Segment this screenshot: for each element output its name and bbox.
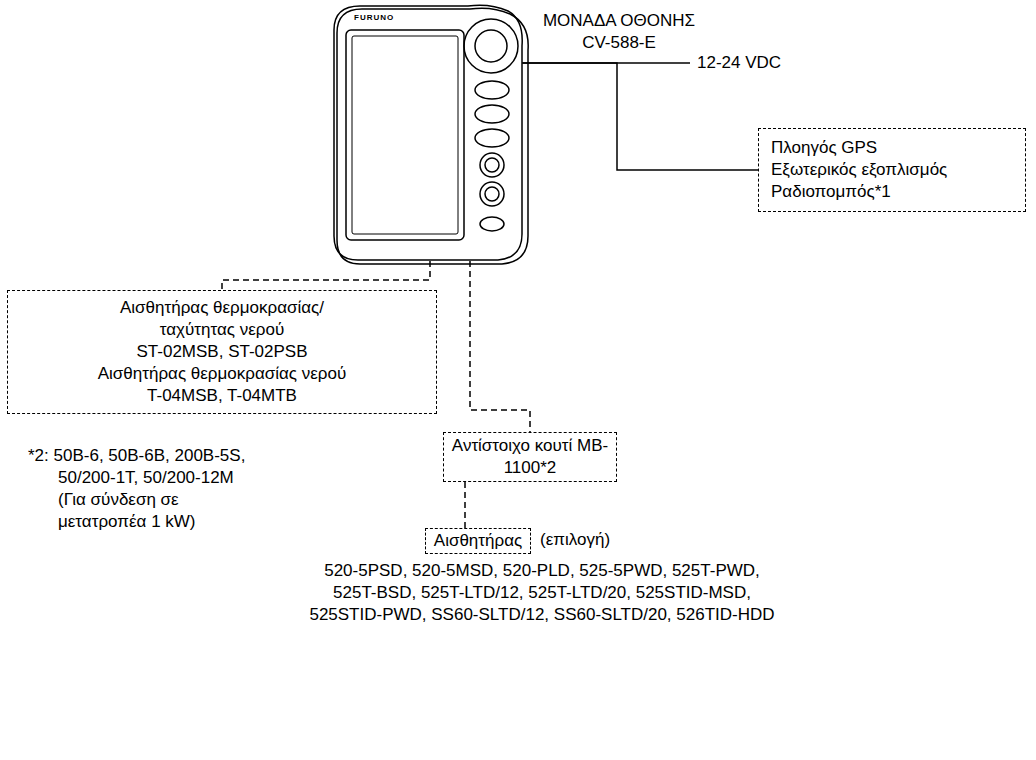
- device-button: [475, 129, 509, 147]
- power-button: [480, 217, 504, 231]
- water-sensor-box: Αισθητήρας θερμοκρασίας/ταχύτητας νερούS…: [7, 290, 437, 414]
- device-housing: [334, 5, 522, 260]
- node-text: T-04MSB, T-04MTB: [18, 385, 426, 407]
- unit-heading: ΜΟΝΑΔΑ ΟΘΟΝΗΣ CV-588-E: [534, 10, 704, 54]
- device-screen: [352, 36, 458, 234]
- cursor-pad-center: [475, 30, 507, 62]
- external-equipment-box: Πλοηγός GPSΕξωτερικός εξοπλισμόςΡαδιοπομ…: [758, 128, 1026, 212]
- device-knob: [480, 153, 504, 177]
- transducer-models: 520-5PSD, 520-5MSD, 520-PLD, 525-5PWD, 5…: [307, 560, 777, 626]
- transducer-box: Αισθητήρας: [425, 528, 531, 554]
- node-text: ST-02MSB, ST-02PSB: [18, 341, 426, 363]
- option-note: (επιλογή): [540, 529, 610, 551]
- node-text: Εξωτερικός εξοπλισμός: [771, 159, 1013, 181]
- device-housing-back: [337, 8, 528, 264]
- brand-logo: FURUNO: [354, 13, 394, 23]
- matching-box: Αντίστοιχο κουτί MB-1100*2: [443, 432, 617, 482]
- power-label: 12-24 VDC: [697, 52, 781, 74]
- display-unit: ΜΟΝΑΔΑ ΟΘΟΝΗΣ CV-588-E: [334, 6, 523, 261]
- device-knob: [480, 182, 504, 206]
- device-button: [475, 81, 509, 99]
- device-button: [475, 105, 509, 123]
- node-text: Ραδιοπομπός*1: [771, 181, 1013, 203]
- node-text: Αισθητήρας: [434, 530, 522, 552]
- sensor-cable: [222, 261, 430, 290]
- cursor-pad: [464, 19, 518, 73]
- power-data-cable: [523, 63, 758, 170]
- device-screen-frame: [346, 30, 464, 240]
- node-text: Αντίστοιχο κουτί MB-1100*2: [450, 435, 610, 479]
- device-knob-inner: [485, 187, 499, 201]
- footnote: *2: 50B-6, 50B-6B, 200B-5S, 50/200-1T, 5…: [28, 445, 253, 533]
- node-text: Πλοηγός GPS: [771, 137, 1013, 159]
- device-knob-inner: [485, 158, 499, 172]
- matching-box-cable: [470, 261, 530, 432]
- node-text: Αισθητήρας θερμοκρασίας νερού: [18, 363, 426, 385]
- node-text: Αισθητήρας θερμοκρασίας/ταχύτητας νερού: [88, 297, 356, 341]
- transducer-cable: [464, 482, 466, 528]
